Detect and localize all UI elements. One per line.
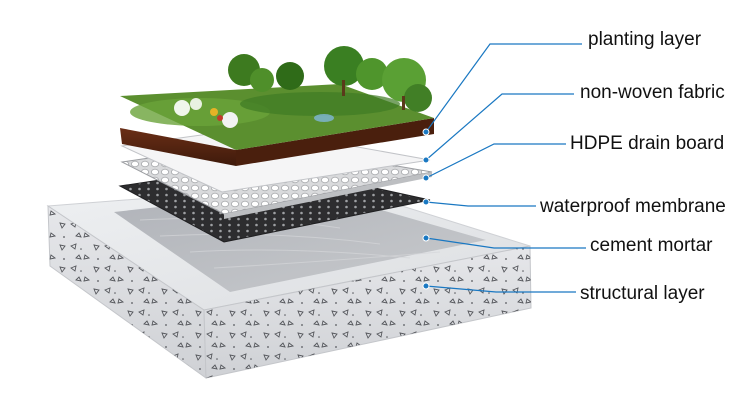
leader-line-structural: [425, 285, 576, 293]
leader-line-mortar: [425, 237, 586, 249]
label-waterproof-membrane: waterproof membrane: [540, 196, 726, 217]
label-structural-layer: structural layer: [580, 283, 705, 304]
label-planting-layer: planting layer: [588, 29, 702, 50]
leader-lines: [425, 43, 586, 293]
leader-line-hdpe: [425, 143, 566, 179]
leader-line-non-woven: [425, 93, 574, 161]
leader-line-membrane: [425, 201, 536, 207]
label-non-woven-fabric: non-woven fabric: [580, 82, 725, 103]
label-hdpe-drain-board: HDPE drain board: [570, 133, 725, 154]
planting-layer: [120, 46, 434, 166]
label-cement-mortar: cement mortar: [590, 235, 713, 256]
leader-dots: [422, 128, 430, 290]
leader-line-planting: [425, 43, 582, 133]
